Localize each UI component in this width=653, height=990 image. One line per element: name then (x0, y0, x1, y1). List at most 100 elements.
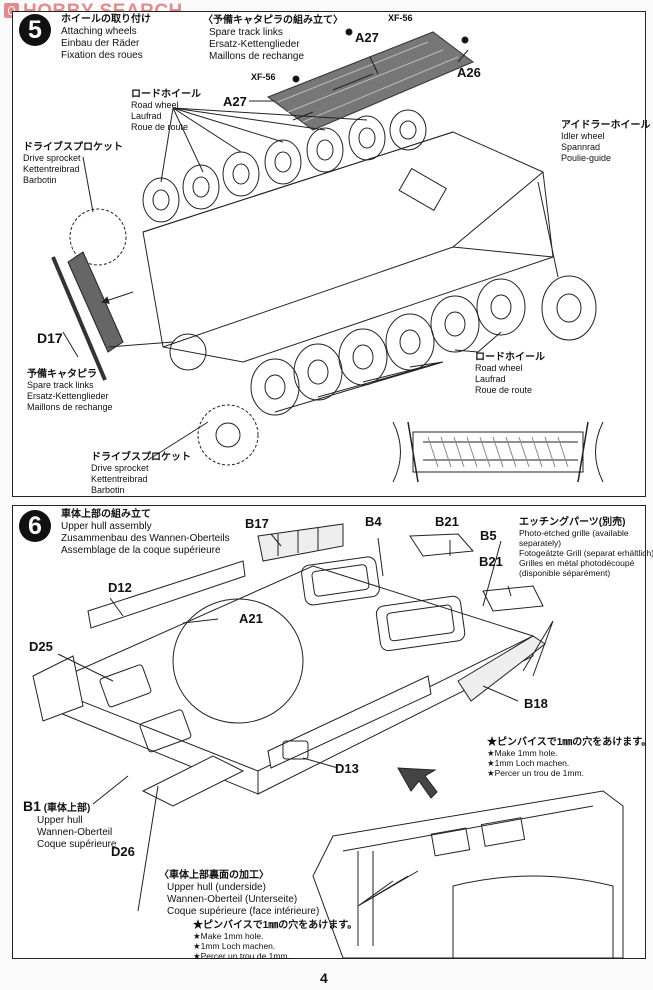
direction-arrow-icon (397, 767, 438, 799)
upper-hull-drawing (32, 523, 546, 807)
part-label-d25: D25 (29, 639, 53, 654)
hole-note-bottom-de: ★1mm Loch machen. (193, 941, 276, 951)
callout-road-wheel-bottom: ロードホイール Road wheel Laufrad Roue de route (475, 352, 545, 396)
upper-hull-underside-drawing (312, 790, 624, 958)
b1-upper-hull-label: B1 (車体上部) Upper hull Wannen-Oberteil Coq… (23, 798, 117, 851)
road-wheel-bottom-fr: Roue de route (475, 385, 533, 395)
step-6-title: 車体上部の組み立て Upper hull assembly Zusammenba… (61, 509, 230, 557)
page-number: 4 (320, 970, 328, 986)
b1-de: Wannen-Oberteil (37, 827, 113, 838)
paint-code-xf56-2: XF-56 (251, 72, 276, 82)
idler-wheel-jp: アイドラーホイール (561, 120, 651, 131)
spare-track-assembly-drawing (266, 28, 474, 131)
hole-note-right-en: ★Make 1mm hole. (487, 748, 558, 758)
part-label-b18: B18 (524, 696, 548, 711)
part-label-a27-bottom: A27 (223, 94, 247, 109)
underside-de: Wannen-Oberteil (Unterseite) (167, 894, 298, 905)
photo-etched-de: Fotogeätzte Grill (separat erhältlich) (519, 548, 653, 558)
drive-sprocket-jp: ドライブスプロケット (23, 142, 123, 153)
spare-track-header-fr: Maillons de rechange (209, 51, 305, 62)
road-wheel-bottom-de: Laufrad (475, 374, 506, 384)
underside-fr: Coque supérieure (face intérieure) (167, 906, 320, 917)
idler-wheel-de: Spannrad (561, 142, 601, 152)
photo-etched-jp: エッチングパーツ(別売) (519, 517, 626, 528)
drive-sprocket-bottom-jp: ドライブスプロケット (91, 452, 191, 463)
step-6-diagram (32, 523, 624, 958)
road-wheel-jp: ロードホイール (131, 89, 201, 100)
drive-sprocket-bottom-fr: Barbotin (91, 485, 125, 495)
road-wheel-fr: Roue de route (131, 122, 189, 132)
photo-etched-en2: separately) (519, 538, 562, 548)
step-6-number: 6 (19, 510, 51, 542)
step-6-title-de: Zusammenbau des Wannen-Oberteils (61, 533, 230, 544)
part-label-d17: D17 (37, 330, 63, 346)
part-label-d12: D12 (108, 580, 132, 595)
photo-etched-fr2: (disponible séparément) (519, 568, 611, 578)
spare-track-side-drawing (51, 251, 174, 381)
hole-note-bottom-en: ★Make 1mm hole. (193, 931, 264, 941)
part-label-a21: A21 (239, 611, 263, 626)
part-label-b1: B1 (23, 798, 41, 814)
step-5-title-jp: ホイールの取り付け (61, 14, 151, 25)
lower-hull-drawing (69, 109, 597, 466)
photo-etched-en1: Photo-etched grille (available (519, 528, 629, 538)
b1-en: Upper hull (37, 815, 83, 826)
callout-drive-sprocket-top: ドライブスプロケット Drive sprocket Kettentreibrad… (23, 142, 123, 186)
step-5-title: ホイールの取り付け Attaching wheels Einbau der Rä… (61, 14, 151, 62)
underside-header: 〈車体上部裏面の加工〉 Upper hull (underside) Wanne… (159, 870, 319, 918)
underside-jp: 〈車体上部裏面の加工〉 (159, 870, 269, 881)
track-stowage-detail-drawing (392, 421, 604, 483)
hole-note-right-jp: ★ピンバイスで1㎜の穴をあけます。 (487, 737, 652, 748)
road-wheel-bottom-jp: ロードホイール (475, 352, 545, 363)
step-6-panel: 6 車体上部の組み立て Upper hull assembly Zusammen… (12, 505, 653, 962)
drive-sprocket-en: Drive sprocket (23, 153, 81, 163)
step-5-panel: 5 ホイールの取り付け Attaching wheels Einbau der … (12, 11, 651, 497)
drive-sprocket-fr: Barbotin (23, 175, 57, 185)
spare-track-header-en: Spare track links (209, 27, 283, 38)
spare-track-header: 〈予備キャタピラの組み立て〉 Spare track links Ersatz-… (203, 15, 343, 63)
underside-en: Upper hull (underside) (167, 882, 266, 893)
part-label-b21-a: B21 (435, 514, 459, 529)
hole-note-bottom-fr: ★Percer un trou de 1mm. (193, 951, 290, 961)
step-6-title-jp: 車体上部の組み立て (61, 509, 151, 520)
spare-track-side-jp: 予備キャタピラ (27, 369, 97, 380)
drive-sprocket-bottom-en: Drive sprocket (91, 463, 149, 473)
road-wheel-bottom-en: Road wheel (475, 363, 523, 373)
part-label-b5: B5 (480, 528, 497, 543)
drive-sprocket-de: Kettentreibrad (23, 164, 80, 174)
step-5-diagram (51, 28, 604, 483)
step-5-number: 5 (19, 14, 51, 46)
idler-wheel-fr: Poulie-guide (561, 153, 612, 163)
spare-track-side-en: Spare track links (27, 380, 94, 390)
part-label-b4: B4 (365, 514, 382, 529)
step-6-title-fr: Assemblage de la coque supérieure (61, 545, 221, 556)
step-5-title-fr: Fixation des roues (61, 50, 143, 61)
part-label-b17: B17 (245, 516, 269, 531)
road-wheel-de: Laufrad (131, 111, 162, 121)
b1-fr: Coque supérieure (37, 839, 117, 850)
spare-track-header-jp: 〈予備キャタピラの組み立て〉 (203, 15, 343, 26)
step-6-title-en: Upper hull assembly (61, 521, 152, 532)
photo-etched-fr1: Grilles en métal photodécoupé (519, 558, 635, 568)
callout-idler-wheel: アイドラーホイール Idler wheel Spannrad Poulie-gu… (561, 120, 651, 164)
drive-sprocket-bottom-de: Kettentreibrad (91, 474, 148, 484)
hole-note-bottom-jp: ★ピンバイスで1㎜の穴をあけます。 (193, 920, 358, 931)
spare-track-side-fr: Maillons de rechange (27, 402, 113, 412)
part-label-a26: A26 (457, 65, 481, 80)
part-label-a27-top: A27 (355, 30, 379, 45)
hole-note-bottom: ★ピンバイスで1㎜の穴をあけます。 ★Make 1mm hole. ★1mm L… (193, 920, 358, 962)
step-5-title-en: Attaching wheels (61, 26, 137, 37)
road-wheel-en: Road wheel (131, 100, 179, 110)
idler-wheel-en: Idler wheel (561, 131, 605, 141)
hole-note-right: ★ピンバイスで1㎜の穴をあけます。 ★Make 1mm hole. ★1mm L… (487, 737, 652, 779)
part-label-b21-b: B21 (479, 554, 503, 569)
callout-spare-track-side: 予備キャタピラ Spare track links Ersatz-Ketteng… (27, 369, 113, 413)
spare-track-header-de: Ersatz-Kettenglieder (209, 39, 300, 50)
photo-etched-note: エッチングパーツ(別売) Photo-etched grille (availa… (519, 517, 653, 579)
spare-track-side-de: Ersatz-Kettenglieder (27, 391, 109, 401)
part-label-d26: D26 (111, 844, 135, 859)
part-label-d13: D13 (335, 761, 359, 776)
callout-drive-sprocket-bottom: ドライブスプロケット Drive sprocket Kettentreibrad… (91, 452, 191, 496)
hole-note-right-de: ★1mm Loch machen. (487, 758, 570, 768)
